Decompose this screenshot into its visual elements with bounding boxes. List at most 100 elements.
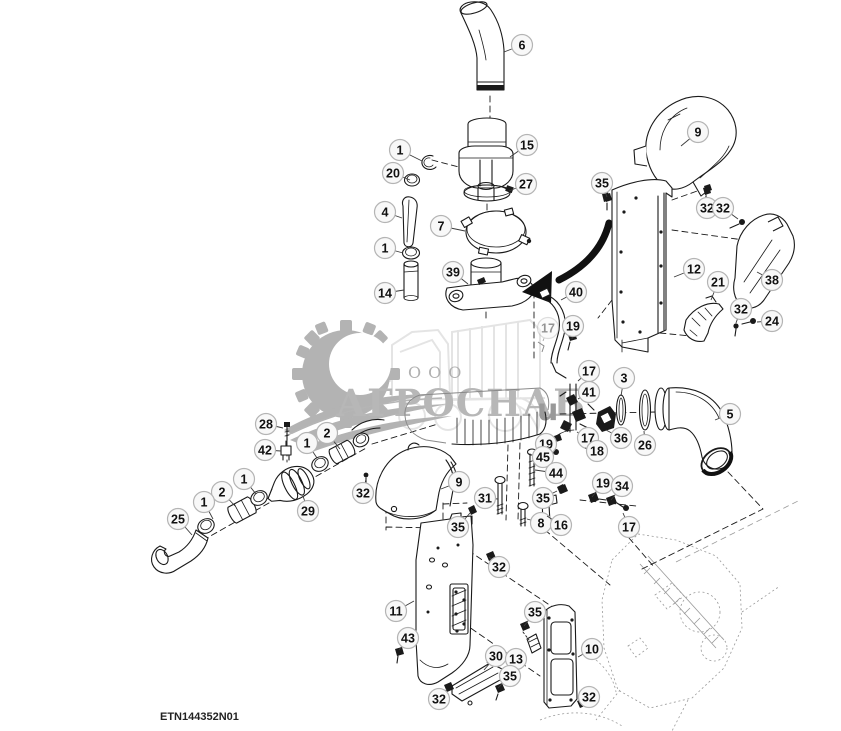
- connector-2-b: [328, 439, 356, 465]
- callout-32[interactable]: 32: [695, 193, 719, 220]
- watermark-name: АГРОСНАБ: [336, 381, 586, 425]
- callout-10[interactable]: 10: [577, 637, 604, 661]
- callout-42[interactable]: 42: [253, 438, 282, 462]
- callout-17[interactable]: 17: [617, 512, 641, 539]
- svg-text:4: 4: [382, 205, 389, 219]
- callout-1[interactable]: 1: [295, 431, 319, 459]
- callout-32[interactable]: 32: [487, 555, 511, 579]
- svg-text:30: 30: [489, 649, 503, 663]
- callout-32[interactable]: 32: [351, 478, 375, 505]
- callout-43[interactable]: 43: [396, 626, 420, 651]
- callout-3[interactable]: 3: [612, 366, 636, 397]
- svg-text:27: 27: [519, 177, 533, 191]
- callout-6[interactable]: 6: [503, 33, 534, 57]
- callout-9[interactable]: 9: [440, 470, 471, 494]
- callout-1[interactable]: 1: [388, 138, 423, 162]
- callout-35[interactable]: 35: [446, 512, 471, 539]
- callout-11[interactable]: 11: [384, 599, 415, 623]
- exhaust-stack-pipe: [459, 1, 505, 91]
- svg-text:38: 38: [765, 273, 779, 287]
- svg-text:40: 40: [569, 285, 583, 299]
- callout-32[interactable]: 32: [427, 687, 451, 711]
- callout-18[interactable]: 18: [584, 439, 609, 463]
- callout-5[interactable]: 5: [714, 402, 742, 426]
- svg-text:1: 1: [397, 143, 404, 157]
- callout-12[interactable]: 12: [673, 257, 706, 281]
- callout-35[interactable]: 35: [523, 600, 547, 627]
- callout-14[interactable]: 14: [373, 281, 405, 305]
- breather-tube-4: [401, 196, 418, 248]
- svg-text:6: 6: [519, 38, 526, 52]
- sensor-42: [280, 440, 292, 461]
- callout-19[interactable]: 19: [591, 471, 615, 498]
- callout-4[interactable]: 4: [373, 200, 403, 224]
- clamp-1-top: [421, 154, 437, 171]
- callout-26[interactable]: 26: [633, 430, 657, 457]
- callout-7[interactable]: 7: [429, 214, 466, 238]
- callout-2[interactable]: 2: [315, 421, 341, 450]
- curved-shield-38: [733, 213, 795, 309]
- callout-35[interactable]: 35: [531, 486, 558, 510]
- svg-text:1: 1: [304, 436, 311, 450]
- callout-24[interactable]: 24: [756, 309, 784, 333]
- callout-21[interactable]: 21: [706, 270, 730, 301]
- callout-20[interactable]: 20: [381, 161, 411, 185]
- callout-1[interactable]: 1: [232, 467, 257, 495]
- svg-text:32: 32: [734, 302, 748, 316]
- callout-16[interactable]: 16: [546, 513, 573, 537]
- callout-32[interactable]: 32: [577, 685, 601, 709]
- callout-32[interactable]: 32: [729, 297, 753, 324]
- watermark-prefix: ООО: [408, 363, 468, 382]
- callout-38[interactable]: 38: [756, 268, 784, 292]
- callout-1[interactable]: 1: [373, 236, 404, 260]
- callout-36[interactable]: 36: [605, 426, 633, 450]
- callout-1[interactable]: 1: [192, 490, 216, 520]
- callout-25[interactable]: 25: [166, 507, 193, 536]
- callout-34[interactable]: 34: [610, 474, 634, 501]
- insulator-13: [520, 621, 542, 654]
- callout-9[interactable]: 9: [680, 120, 710, 147]
- bolt-8: [517, 501, 529, 527]
- callout-32[interactable]: 32: [711, 196, 739, 220]
- svg-text:1: 1: [382, 241, 389, 255]
- callout-8[interactable]: 8: [526, 511, 553, 535]
- callout-29[interactable]: 29: [296, 495, 320, 523]
- watermark-extra-letter: u: [537, 393, 558, 428]
- callout-2[interactable]: 2: [210, 480, 236, 507]
- check-valve-29: [267, 465, 315, 502]
- svg-text:29: 29: [301, 504, 315, 518]
- callout-41[interactable]: 41: [577, 380, 601, 404]
- svg-text:43: 43: [401, 631, 415, 645]
- svg-text:39: 39: [446, 265, 460, 279]
- callout-39[interactable]: 39: [441, 260, 469, 285]
- elbow-pipe-5: [654, 387, 734, 477]
- svg-text:35: 35: [503, 669, 517, 683]
- callout-45[interactable]: 45: [531, 445, 555, 469]
- callout-19[interactable]: 19: [561, 314, 585, 340]
- svg-text:32: 32: [700, 201, 714, 215]
- svg-text:3: 3: [621, 371, 628, 385]
- bolt-28: [284, 422, 290, 441]
- callout-31[interactable]: 31: [473, 486, 499, 510]
- callout-27[interactable]: 27: [508, 172, 538, 196]
- callout-40[interactable]: 40: [560, 280, 588, 304]
- callout-15[interactable]: 15: [509, 133, 539, 158]
- clamp-1-c: [311, 456, 329, 472]
- hose-25: [151, 529, 209, 574]
- svg-text:17: 17: [622, 520, 636, 534]
- svg-text:21: 21: [711, 275, 725, 289]
- watermark: ООО АГРОСНАБ u: [284, 318, 586, 452]
- callout-35[interactable]: 35: [590, 171, 614, 198]
- svg-text:2: 2: [324, 426, 331, 440]
- rain-cap-inlet-assembly: [458, 117, 514, 201]
- callout-44[interactable]: 44: [534, 461, 568, 485]
- callout-17[interactable]: 17: [577, 359, 601, 383]
- callout-30[interactable]: 30: [483, 644, 508, 671]
- callout-35[interactable]: 35: [497, 664, 522, 689]
- svg-text:9: 9: [456, 475, 463, 489]
- callout-17[interactable]: 17: [536, 316, 560, 342]
- callout-28[interactable]: 28: [254, 412, 284, 436]
- svg-text:36: 36: [614, 431, 628, 445]
- watermark-text: ООО АГРОСНАБ u: [336, 363, 586, 428]
